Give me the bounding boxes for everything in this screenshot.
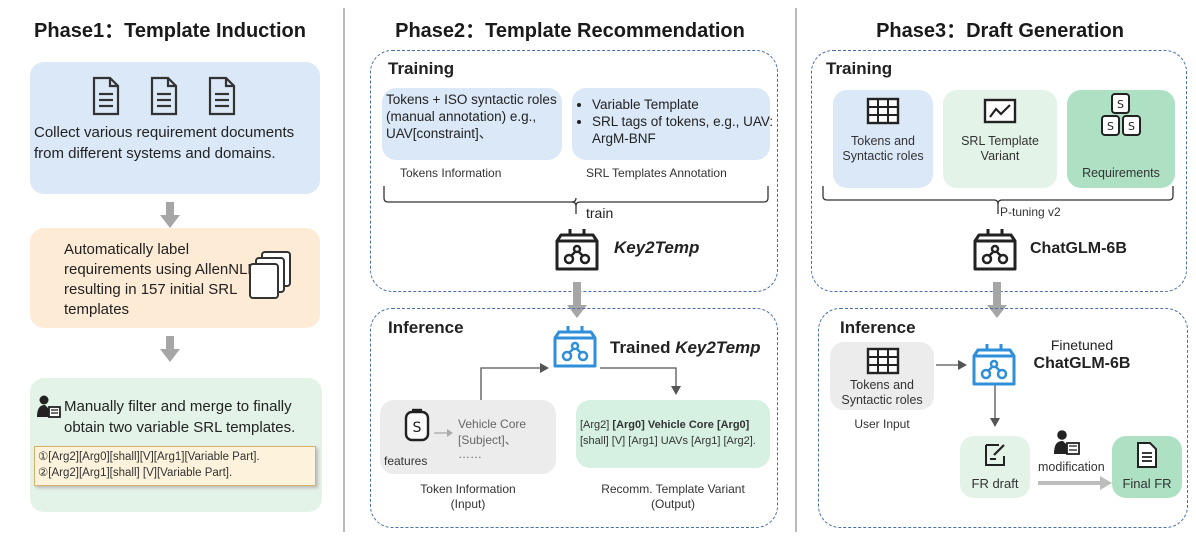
phase3-inference-panel	[818, 308, 1188, 528]
phase1-title: Phase1：Template Induction	[34, 20, 306, 42]
output-line-2: [shall] [V] [Arg1] UAVs [Arg1] [Arg2].	[580, 435, 756, 447]
trained-key2temp-label: Trained Key2Temp	[610, 338, 761, 357]
template-output-box: [Arg2] [Arg0] Vehicle Core [Arg0] [shall…	[576, 400, 770, 468]
user-input-caption: User Input	[854, 417, 910, 431]
input-caption-2: (Input)	[450, 497, 486, 511]
user-input-text: Tokens and Syntactic roles	[841, 378, 923, 407]
down-arrow	[160, 202, 180, 228]
chatglm-model-label: ChatGLM-6B	[1030, 240, 1127, 257]
template-1: ①[Arg2][Arg0][shall][V][Arg1][Variable P…	[38, 451, 260, 463]
phase3-title: Phase3：Draft Generation	[876, 20, 1124, 42]
phase-divider	[343, 8, 345, 532]
svg-text:S: S	[1107, 120, 1114, 133]
document-icon	[1137, 442, 1157, 468]
tokens-info-box: Tokens + ISO syntactic roles (manual ann…	[382, 88, 562, 160]
phase3-training-label: Training	[826, 59, 893, 78]
srl-bullets: Variable Template SRL tags of tokens, e.…	[574, 96, 782, 147]
down-arrow	[160, 336, 180, 362]
tokens-card: Tokens and Syntactic roles	[833, 90, 933, 188]
input-caption-1: Token Information	[420, 482, 516, 496]
tokens-info-caption: Tokens Information	[400, 166, 502, 180]
finetuned-label-line1: Finetuned	[1050, 337, 1114, 353]
feature-value: Vehicle Core	[458, 417, 527, 431]
arrow-right-icon	[434, 429, 453, 437]
document-icons	[92, 76, 236, 116]
output-caption-1: Recomm. Template Variant	[601, 482, 745, 496]
final-fr-box: Final FR	[1112, 436, 1182, 498]
train-label: train	[586, 205, 614, 221]
phase-divider	[795, 8, 797, 532]
collect-text: Collect various requirement documents fr…	[34, 124, 295, 162]
svg-text:S: S	[1117, 98, 1124, 111]
fr-draft-label: FR draft	[971, 476, 1019, 491]
phase2-inference-label: Inference	[388, 318, 464, 337]
requirements-label: Requirements	[1082, 166, 1160, 180]
output-caption-2: (Output)	[650, 497, 695, 511]
phase3-inference-label: Inference	[840, 318, 916, 337]
table-grid-icon	[866, 97, 900, 125]
feature-value: [Subject]、	[458, 433, 517, 447]
feature-value: ……	[458, 447, 482, 461]
srl-bullet: Variable Template	[592, 96, 782, 113]
person-reading-icon	[37, 395, 61, 418]
table-grid-icon	[866, 347, 900, 375]
feature-bag-icon: S	[404, 408, 430, 442]
svg-text:S: S	[1128, 120, 1135, 133]
collect-documents-box: Collect various requirement documents fr…	[30, 62, 320, 194]
stacked-pages-icon	[249, 251, 291, 299]
edit-document-icon	[985, 444, 1005, 466]
features-label: features	[384, 454, 428, 468]
phase2-training-label: Training	[388, 59, 455, 78]
model-cube-icon	[555, 229, 599, 271]
tokens-info-text: Tokens + ISO syntactic roles (manual ann…	[386, 92, 557, 141]
srl-variant-label: SRL Template Variant	[961, 134, 1039, 163]
output-line-1: [Arg2] [Arg0] Vehicle Core [Arg0]	[580, 419, 750, 431]
chart-screen-icon	[983, 98, 1017, 124]
template-2: ②[Arg2][Arg1][shall] [V][Variable Part].	[38, 467, 233, 479]
tokens-card-label: Tokens and Syntactic roles	[842, 134, 924, 163]
model-cube-icon	[973, 229, 1017, 271]
phase2-title: Phase2：Template Recommendation	[395, 20, 745, 42]
key2temp-model-label: Key2Temp	[614, 238, 700, 257]
phase2-inference-panel	[370, 308, 778, 528]
srl-bullet: SRL tags of tokens, e.g., UAV: ArgM-BNF	[592, 113, 782, 147]
manual-filter-text: Manually filter and merge to finally obt…	[64, 398, 296, 436]
modification-label: modification	[1038, 460, 1105, 474]
user-input-box: Tokens and Syntactic roles	[830, 342, 934, 410]
srl-caption: SRL Templates Annotation	[586, 166, 727, 180]
finetuned-label-line2: ChatGLM-6B	[1033, 355, 1131, 372]
ptuning-label: P-tuning v2	[1000, 205, 1061, 219]
final-fr-label: Final FR	[1122, 476, 1172, 491]
templates-box: ①[Arg2][Arg0][shall][V][Arg1][Variable P…	[34, 446, 316, 486]
finetuned-model-cube-icon	[972, 344, 1016, 386]
manual-filter-box: Manually filter and merge to finally obt…	[30, 378, 322, 512]
token-input-box: S features Vehicle Core [Subject]、 ……	[380, 400, 556, 474]
trained-model-cube-icon	[553, 326, 597, 368]
document-icon	[92, 76, 120, 116]
document-icon	[150, 76, 178, 116]
svg-text:S: S	[413, 420, 422, 436]
person-reading-icon	[1054, 430, 1080, 455]
fr-draft-box: FR draft	[960, 436, 1030, 498]
srl-variant-card: SRL Template Variant	[943, 90, 1057, 188]
srl-annotation-box: Variable Template SRL tags of tokens, e.…	[572, 88, 773, 160]
auto-label-box: Automatically label requirements using A…	[30, 228, 320, 328]
auto-label-text: Automatically label requirements using A…	[64, 241, 260, 318]
document-icon	[208, 76, 236, 116]
